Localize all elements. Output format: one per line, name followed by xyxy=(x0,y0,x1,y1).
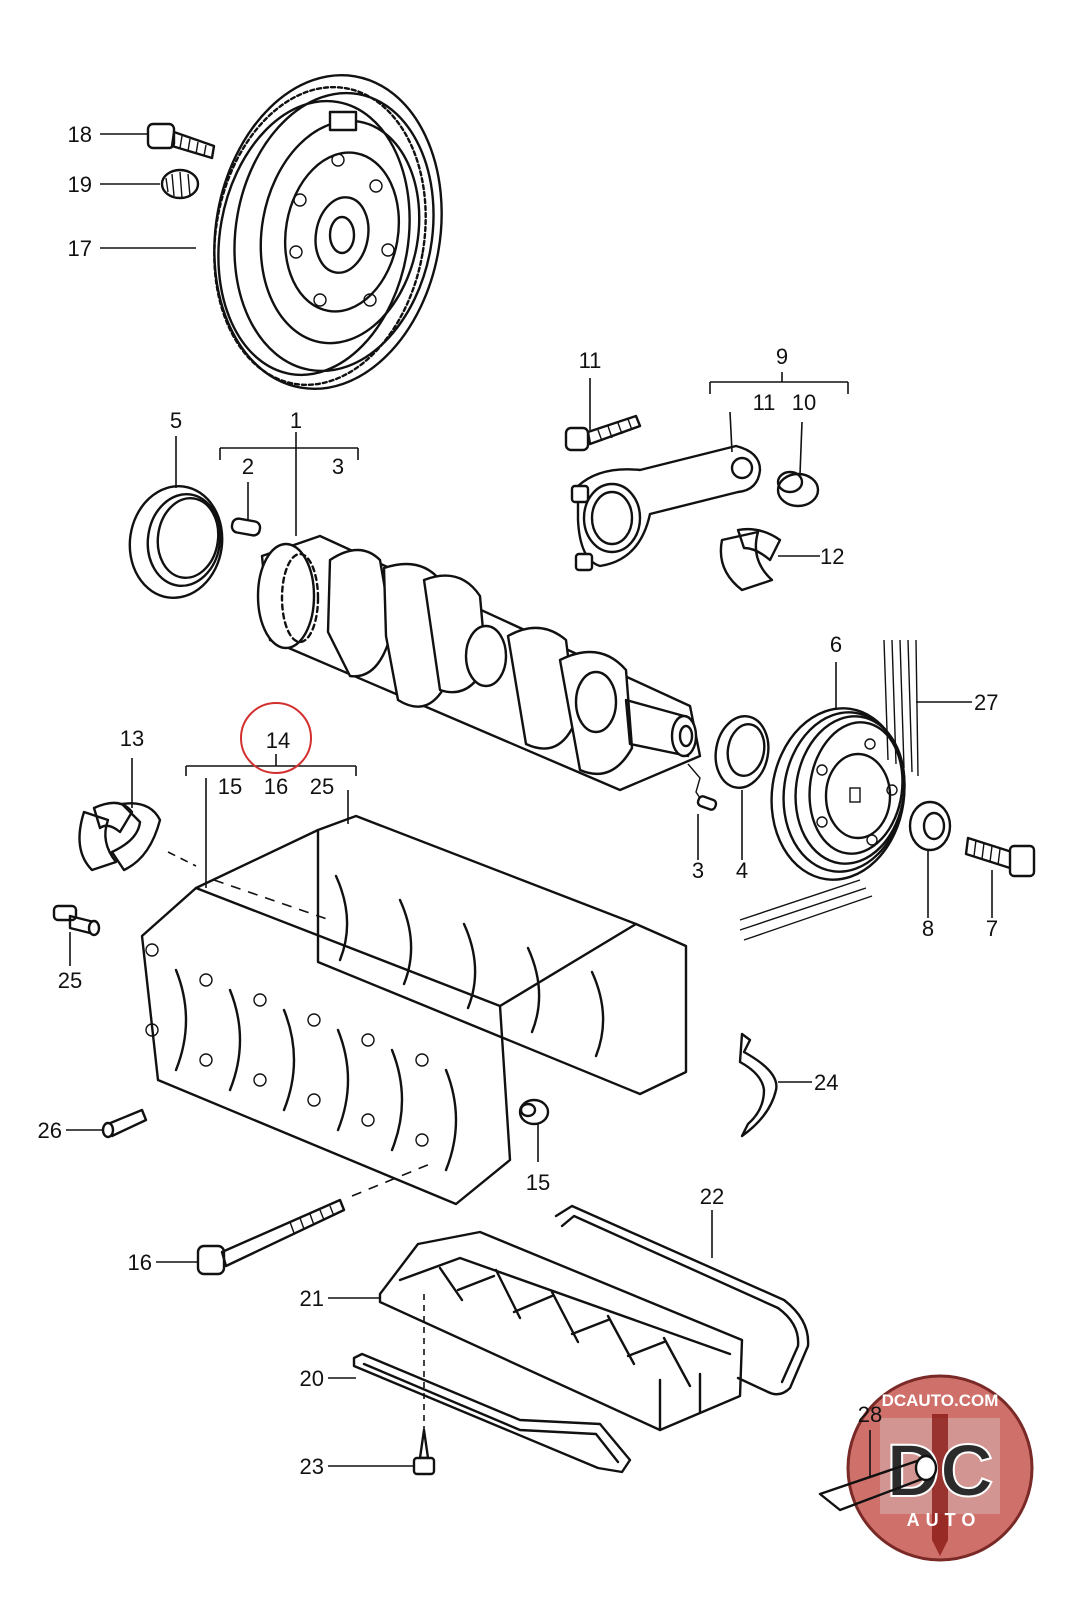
main-bearing-shell xyxy=(78,801,162,872)
callout-2: 2 xyxy=(242,454,254,479)
callout-3-b: 3 xyxy=(692,858,704,883)
watermark-letters: DC xyxy=(887,1429,994,1512)
callout-17: 17 xyxy=(68,236,92,261)
crankcase-bearing-saddles xyxy=(174,874,605,1172)
callout-14: 14 xyxy=(266,728,290,753)
callout-24: 24 xyxy=(814,1070,838,1095)
callout-23: 23 xyxy=(300,1454,324,1479)
callout-25-b: 25 xyxy=(58,968,82,993)
flywheel xyxy=(213,73,443,391)
sensor-part xyxy=(818,1454,938,1512)
thrust-washer xyxy=(738,1032,778,1138)
callout-3: 3 xyxy=(332,454,344,479)
watermark-top-text: DCAUTO.COM xyxy=(882,1391,999,1410)
alignment-sleeve xyxy=(518,1098,550,1126)
callout-13: 13 xyxy=(120,726,144,751)
oil-baffle xyxy=(378,1230,744,1432)
dowel-pin xyxy=(230,517,262,537)
callout-labels: 18 19 17 11 9 11 10 5 1 2 3 12 6 27 13 1… xyxy=(38,122,999,1479)
baffle-bolt xyxy=(412,1428,436,1476)
callout-26: 26 xyxy=(38,1118,62,1143)
belt-pulley xyxy=(770,707,906,881)
pulley-bolt xyxy=(964,836,1036,878)
callout-14-highlight-circle xyxy=(240,702,312,774)
callout-10: 10 xyxy=(792,390,816,415)
through-bolt xyxy=(196,1198,346,1276)
callout-7: 7 xyxy=(986,916,998,941)
rod-bolt xyxy=(564,414,642,452)
callout-25: 25 xyxy=(310,774,334,799)
rod-bearing-shell xyxy=(719,527,782,592)
callout-11-b: 11 xyxy=(753,390,776,415)
watermark-bottom-text: AUTO xyxy=(907,1510,982,1530)
baffle-gasket xyxy=(352,1352,632,1474)
pulley-washer xyxy=(908,800,952,852)
crankcase xyxy=(140,814,688,1206)
rear-seal xyxy=(128,484,224,600)
callout-15: 15 xyxy=(218,774,242,799)
pan-gasket xyxy=(554,1204,810,1396)
callout-leaders xyxy=(66,133,993,1467)
callout-5: 5 xyxy=(170,408,182,433)
callout-8: 8 xyxy=(922,916,934,941)
callout-15-b: 15 xyxy=(526,1170,550,1195)
callout-11: 11 xyxy=(579,348,602,373)
front-seal xyxy=(714,715,770,789)
callout-22: 22 xyxy=(700,1184,724,1209)
callout-6: 6 xyxy=(830,632,842,657)
callout-28: 28 xyxy=(858,1402,882,1427)
callout-18: 18 xyxy=(68,122,92,147)
dowel-pin-small xyxy=(687,763,718,811)
callout-9: 9 xyxy=(776,344,788,369)
drive-belt xyxy=(739,639,919,941)
crankshaft xyxy=(256,534,702,792)
rod-bushing xyxy=(776,470,820,508)
callout-16-b: 16 xyxy=(128,1250,152,1275)
stud-bolt xyxy=(52,904,101,937)
callout-12: 12 xyxy=(820,544,844,569)
callout-27: 27 xyxy=(974,690,998,715)
callout-19: 19 xyxy=(68,172,92,197)
callout-1: 1 xyxy=(290,408,302,433)
locating-dowel xyxy=(101,1108,148,1139)
needle-bushing xyxy=(160,168,200,200)
callout-20: 20 xyxy=(300,1366,324,1391)
flywheel-bolt xyxy=(146,122,216,160)
connecting-rod xyxy=(570,444,762,572)
callout-16: 16 xyxy=(264,774,288,799)
callout-4: 4 xyxy=(736,858,748,883)
dcauto-watermark: DCAUTO.COM DC AUTO 28 xyxy=(818,1374,1034,1562)
callout-21: 21 xyxy=(300,1286,324,1311)
